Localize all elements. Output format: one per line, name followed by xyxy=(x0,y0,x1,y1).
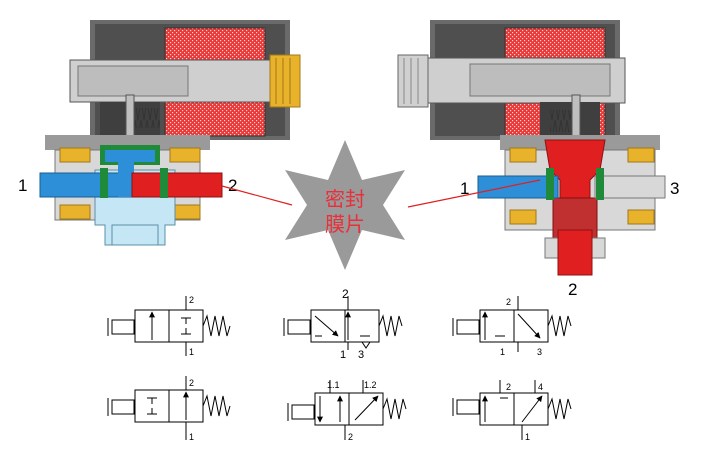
left-port-1-label: 1 xyxy=(18,176,27,195)
callout-label-line1: 密封 xyxy=(325,188,365,211)
callout-label-line2: 膜片 xyxy=(325,213,365,236)
right-valve-cutaway: 1 3 2 xyxy=(397,20,679,299)
left-port-2-label: 2 xyxy=(228,176,237,195)
sym5-port-1-2: 1.2 xyxy=(364,380,377,390)
right-inlet-flow xyxy=(477,175,559,199)
sym4-port-bottom: 1 xyxy=(189,432,194,442)
symbol-3-2-no: 2 1 3 xyxy=(452,296,572,357)
sym5-port-2: 2 xyxy=(348,432,353,442)
sym6-port-2: 2 xyxy=(506,382,511,392)
right-solenoid-coil xyxy=(397,20,626,140)
sym5-port-1-1: 1.1 xyxy=(327,380,340,390)
sym1-port-top: 2 xyxy=(189,295,194,305)
sym4-port-top: 2 xyxy=(189,378,194,388)
symbol-2-2-no: 2 1 xyxy=(107,376,231,442)
left-outlet-flow xyxy=(131,172,223,198)
right-port-3-label: 3 xyxy=(670,179,679,198)
sym1-port-bottom: 1 xyxy=(189,347,194,357)
seal-diaphragm-callout: 密封 膜片 xyxy=(221,140,541,270)
right-port-1-label: 1 xyxy=(460,179,469,198)
symbol-3-2-diverter: 2 4 1 xyxy=(452,380,572,442)
sym3-port-1: 1 xyxy=(500,347,505,357)
right-exhaust-flow xyxy=(594,175,666,199)
sym2-port-top: 2 xyxy=(342,287,349,301)
right-valve-body xyxy=(500,135,660,276)
sym2-port-3: 3 xyxy=(358,349,364,361)
left-solenoid-coil xyxy=(69,20,301,140)
left-valve-cutaway: 1 2 xyxy=(18,20,301,246)
symbol-2-2-nc: 2 1 xyxy=(107,295,231,357)
sym3-port-top: 2 xyxy=(506,297,511,307)
sym2-port-1: 1 xyxy=(340,349,346,361)
sym6-port-4: 4 xyxy=(538,382,543,392)
sym6-port-1: 1 xyxy=(525,432,530,442)
symbol-3-2-selector: 1.1 1.2 2 xyxy=(287,380,407,442)
symbol-3-2-nc: 2 1 3 xyxy=(283,287,403,361)
sym3-port-3: 3 xyxy=(537,347,542,357)
right-port-2-label: 2 xyxy=(568,280,577,299)
callout-star xyxy=(285,140,405,270)
